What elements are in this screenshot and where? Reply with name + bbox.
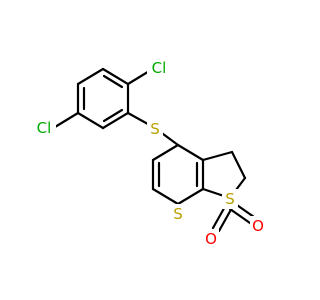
svg-text:O: O [205, 230, 217, 248]
chlorine-top-atom: Cl [147, 58, 171, 78]
bond [151, 143, 180, 162]
bond [101, 67, 130, 86]
molecule-structure: Cl Cl S S S O O [32, 58, 266, 249]
bond-layer [53, 67, 256, 233]
bond [76, 67, 105, 86]
sulfone-sulfur-atom: S [222, 189, 238, 209]
ring-sulfur-atom: S [170, 204, 186, 224]
atom-label-layer: Cl Cl S S S O O [32, 58, 266, 249]
bond [228, 207, 252, 225]
bond [201, 150, 234, 162]
bond [176, 143, 205, 162]
svg-text:Cl: Cl [152, 59, 167, 77]
chlorine-left-atom: Cl [32, 118, 56, 138]
sulfone-oxygen-bottom-atom: O [203, 229, 219, 249]
bond [102, 108, 124, 123]
bond [151, 187, 180, 206]
bond [230, 150, 247, 180]
svg-text:S: S [225, 190, 235, 208]
thioether-sulfur-atom: S [147, 119, 163, 139]
bond [102, 74, 124, 89]
bond [76, 111, 105, 130]
bond [53, 111, 80, 129]
svg-text:O: O [252, 217, 264, 235]
svg-text:S: S [150, 120, 160, 138]
svg-text:Cl: Cl [37, 119, 52, 137]
bond [101, 111, 130, 130]
bond [176, 187, 205, 206]
svg-text:S: S [173, 205, 183, 223]
sulfone-oxygen-right-atom: O [250, 216, 266, 236]
